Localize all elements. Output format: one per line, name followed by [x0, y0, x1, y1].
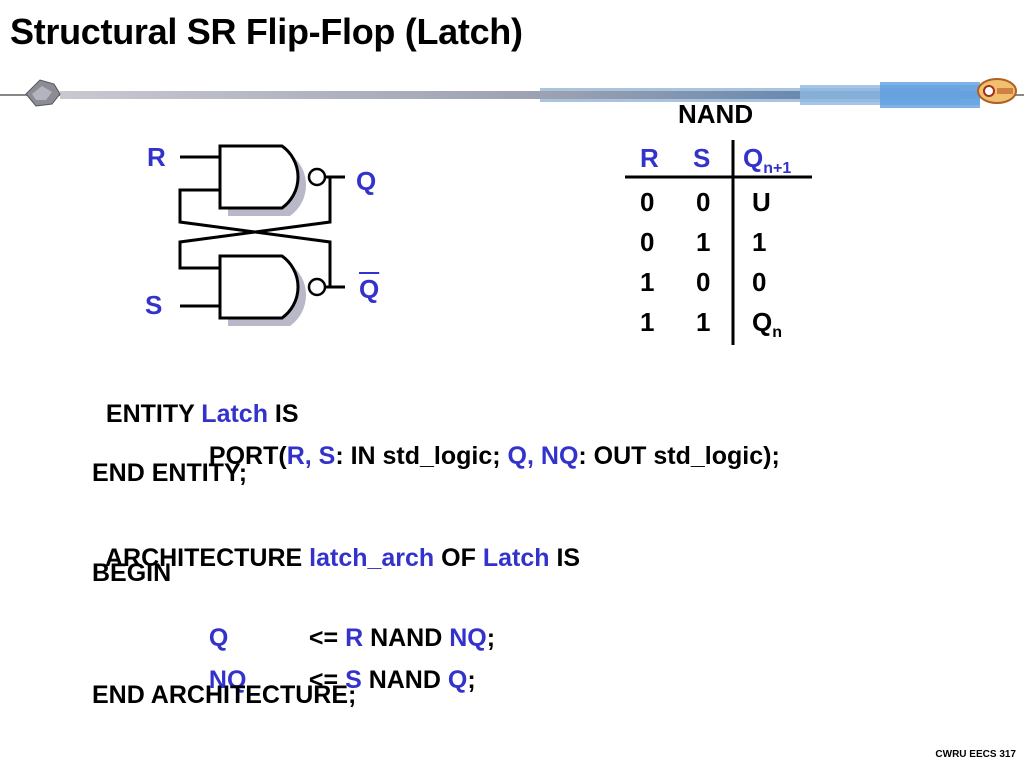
- code-identifier: Q, NQ: [507, 442, 579, 470]
- code-identifier: R, S: [286, 442, 336, 470]
- output-nq-label: Q: [359, 274, 380, 304]
- code-operator: <=: [308, 624, 346, 652]
- code-keyword: IS: [267, 400, 299, 428]
- input-s-label: S: [145, 290, 163, 320]
- row-0-s: 0: [696, 187, 711, 217]
- truth-table-title: NAND: [678, 99, 754, 129]
- nand-gate-top: [218, 144, 300, 210]
- nand-gate-bottom: [218, 254, 300, 320]
- code-identifier: latch_arch: [309, 544, 435, 572]
- code-keyword: PORT(: [208, 442, 287, 470]
- row-2-s: 0: [696, 267, 711, 297]
- code-line-entity: ENTITY Latch IS: [92, 377, 299, 427]
- code-identifier: NQ: [208, 666, 247, 694]
- table-lines: [625, 140, 812, 345]
- probe-icon: [977, 78, 1017, 104]
- code-keyword: : IN std_logic;: [335, 442, 508, 470]
- footer-label: CWRU EECS 317: [935, 749, 1016, 760]
- code-operator: <=: [308, 666, 346, 694]
- slide-title: Structural SR Flip-Flop (Latch): [10, 11, 523, 52]
- code-line-end-architecture: END ARCHITECTURE;: [92, 681, 357, 709]
- output-q-label: Q: [356, 166, 377, 196]
- code-keyword: NAND: [363, 624, 450, 652]
- code-line-nq-assign: NQ <= S NAND Q;: [195, 643, 476, 693]
- code-keyword: IS: [549, 544, 581, 572]
- row-1-q: 1: [752, 227, 767, 257]
- row-3-r: 1: [640, 307, 655, 337]
- row-0-q: U: [752, 187, 771, 217]
- nand-truth-table: NAND R S Qn+1 0 0 U 0 1 1 1 0 0 1 1 Qn: [620, 95, 830, 355]
- code-keyword: ARCHITECTURE: [104, 544, 310, 572]
- row-3-q: Qn: [752, 307, 783, 341]
- header-q: Qn+1: [743, 143, 792, 177]
- input-r-label: R: [147, 142, 166, 172]
- starship-icon: [25, 79, 61, 107]
- code-identifier: NQ: [449, 624, 487, 652]
- row-1-s: 1: [696, 227, 711, 257]
- row-1-r: 0: [640, 227, 655, 257]
- code-identifier: R: [345, 624, 364, 652]
- code-punctuation: ;: [486, 624, 496, 652]
- header-rule: [0, 82, 1024, 108]
- code-keyword: : OUT std_logic);: [578, 442, 780, 470]
- nand-gate-diagram: [178, 144, 345, 326]
- header-r: R: [640, 143, 659, 173]
- code-keyword: OF: [434, 544, 483, 572]
- code-line-architecture: ARCHITECTURE latch_arch OF Latch IS: [92, 521, 580, 571]
- code-identifier: Q: [447, 666, 468, 694]
- row-2-q: 0: [752, 267, 767, 297]
- code-line-begin: BEGIN: [92, 559, 172, 587]
- code-identifier: S: [345, 666, 362, 694]
- code-line-port: PORT(R, S: IN std_logic; Q, NQ: OUT std_…: [195, 419, 780, 469]
- code-punctuation: ;: [467, 666, 476, 694]
- code-keyword: ENTITY: [105, 400, 202, 428]
- code-identifier: Latch: [482, 544, 550, 572]
- sr-latch-circuit: [140, 130, 400, 330]
- header-s: S: [693, 143, 711, 173]
- row-0-r: 0: [640, 187, 655, 217]
- row-2-r: 1: [640, 267, 655, 297]
- code-identifier: Q: [208, 624, 229, 652]
- code-identifier: Latch: [201, 400, 268, 428]
- row-3-s: 1: [696, 307, 711, 337]
- code-line-q-assign: Q <= R NAND NQ;: [195, 601, 495, 651]
- code-keyword: NAND: [361, 666, 448, 694]
- code-line-end-entity: END ENTITY;: [92, 459, 248, 487]
